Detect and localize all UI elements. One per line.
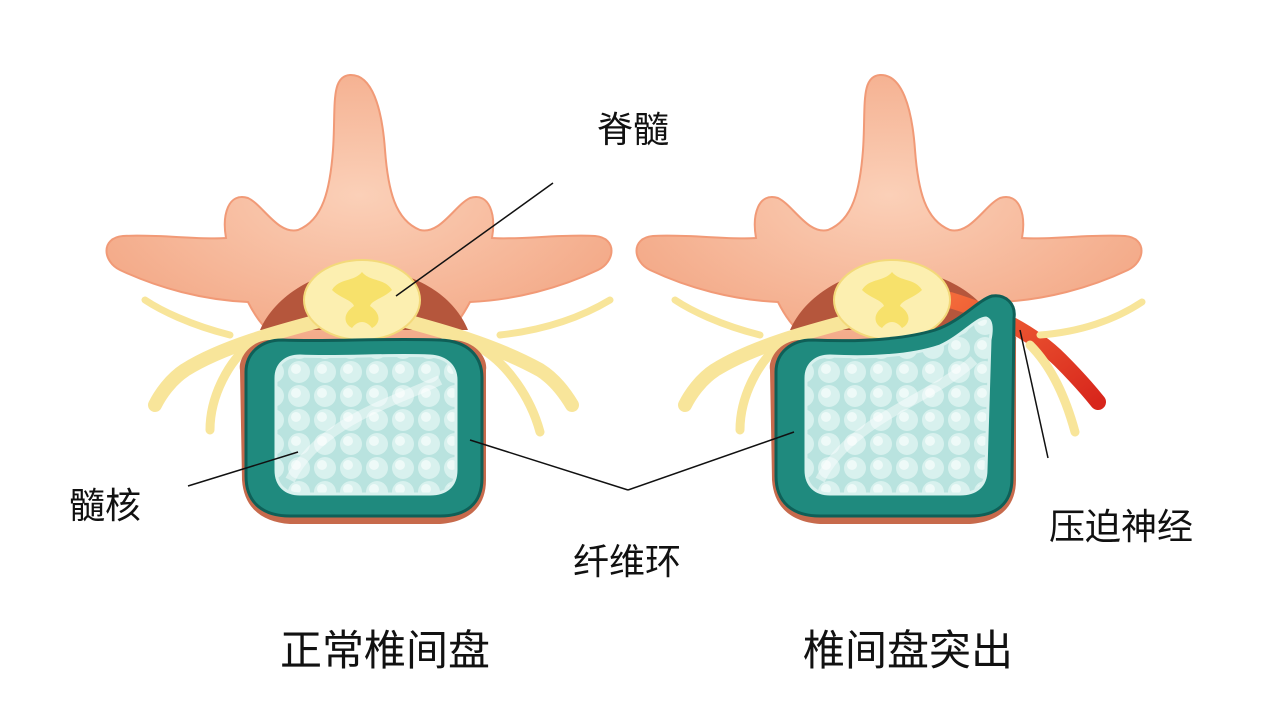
spinal-cord [303,259,421,341]
nucleus-pulposus [804,316,993,496]
vertebra-herniated [635,73,1146,524]
spinal-cord [833,259,951,341]
nucleus-pulposus [274,353,458,496]
label-annulus: 纤维环 [573,542,682,583]
leader-nucleus [187,451,299,487]
nerve-root-right [388,311,579,412]
nerve-root-left [678,311,867,412]
label-spinal-cord: 脊髓 [597,110,670,151]
leader-compressed-nerve [1019,329,1049,459]
vertebra-normal [105,73,614,524]
label-nerve-compression: 压迫神经 [1049,507,1194,548]
leader-annulus-right [627,431,795,491]
leader-annulus-left [469,439,629,491]
nerve-root-left [148,311,337,412]
leader-spinal-cord [395,182,554,297]
caption-herniated-disc: 椎间盘突出 [803,626,1014,675]
label-nucleus: 髓核 [69,486,142,527]
caption-normal-disc: 正常椎间盘 [280,626,491,675]
